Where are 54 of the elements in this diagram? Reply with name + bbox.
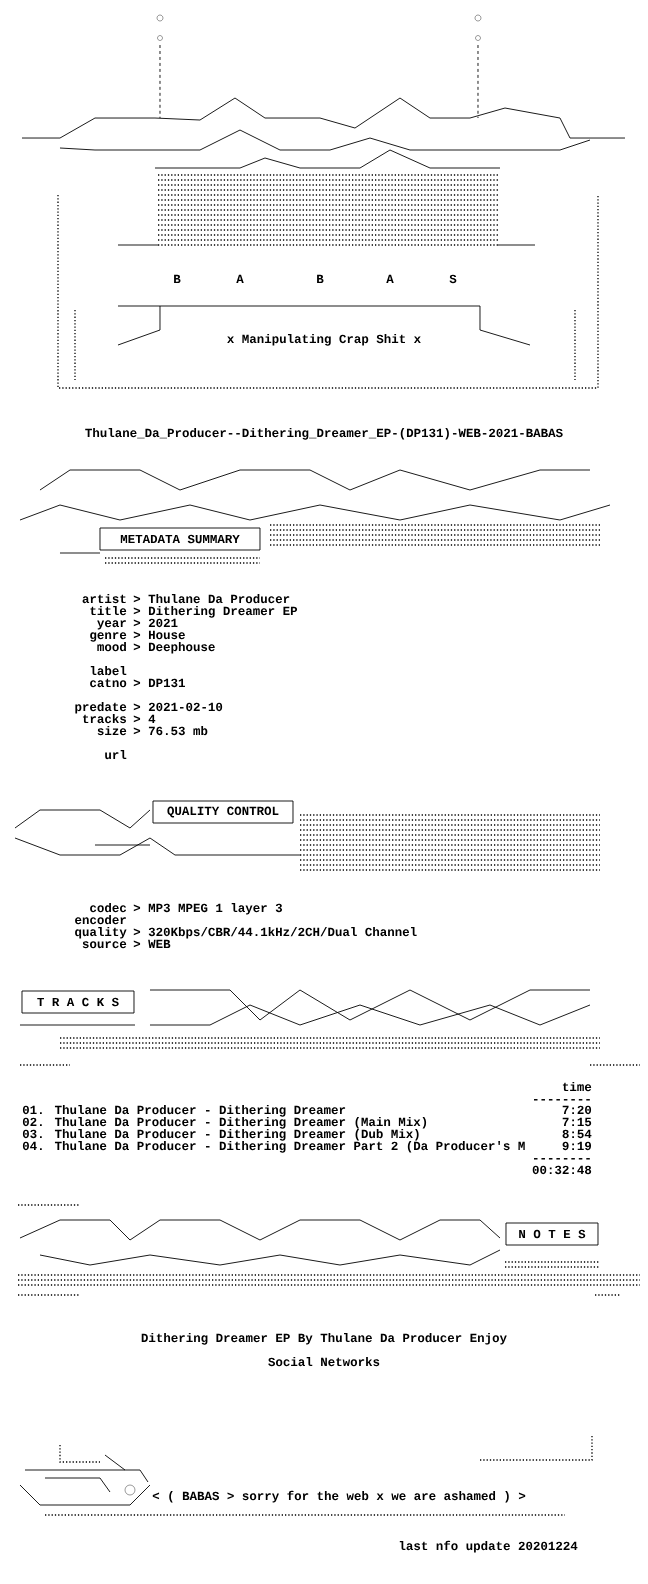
section-header-box: QUALITY CONTROL xyxy=(152,800,294,824)
track-title: 02. Thulane Da Producer - Dithering Dreamer (Main Mix) xyxy=(22,1117,427,1129)
track-time: 7:15 xyxy=(562,1117,592,1127)
field-value: > 4 xyxy=(133,714,156,723)
banner-letter: S xyxy=(449,274,457,284)
field-value: > Deephouse xyxy=(133,642,215,654)
field-key: quality xyxy=(75,927,127,939)
field-key: year xyxy=(97,620,126,630)
field-value: > 76.53 mb xyxy=(133,726,208,736)
field-key: predate xyxy=(75,702,127,714)
field-key: url xyxy=(105,750,127,760)
field-key: catno xyxy=(90,678,127,688)
section-header-box: T R A C K S xyxy=(21,990,135,1014)
field-value: > Thulane Da Producer xyxy=(133,594,290,604)
track-time: 8:54 xyxy=(562,1129,592,1139)
field-value: > Dithering Dreamer EP xyxy=(133,606,298,618)
field-value: > MP3 MPEG 1 layer 3 xyxy=(133,903,282,915)
tagline: x Manipulating Crap Shit x xyxy=(227,334,421,346)
field-key: tracks xyxy=(82,714,127,724)
field-value: > DP131 xyxy=(133,678,185,688)
track-title: 01. Thulane Da Producer - Dithering Dreamer xyxy=(22,1105,346,1117)
footer-text: < ( BABAS > sorry for the web x we are ashamed ) > xyxy=(152,1490,526,1503)
field-key: codec xyxy=(90,903,127,913)
track-title: 04. Thulane Da Producer - Dithering Dreamer Part 2 (Da Producer's M xyxy=(22,1141,525,1153)
column-header: time xyxy=(562,1082,592,1092)
field-value: > 2021 xyxy=(133,618,178,628)
field-value: > WEB xyxy=(133,939,171,948)
field-value: > 320Kbps/CBR/44.1kHz/2CH/Dual Channel xyxy=(133,927,417,939)
track-time: 9:19 xyxy=(562,1141,592,1151)
release-name: Thulane_Da_Producer--Dithering_Dreamer_EP-(DP131)-WEB-2021-BABAS xyxy=(85,428,563,440)
field-key: artist xyxy=(82,594,126,604)
rule-text: -------- xyxy=(534,1158,590,1160)
field-key: source xyxy=(82,941,127,949)
field-value: > House xyxy=(133,630,185,640)
notes-heading: Social Networks xyxy=(268,1356,380,1367)
field-value: > 2021-02-10 xyxy=(133,702,223,712)
field-key: genre xyxy=(90,632,127,642)
field-key: mood xyxy=(97,642,126,652)
field-key: encoder xyxy=(75,915,126,925)
notes-text: Dithering Dreamer EP By Thulane Da Producer Enjoy xyxy=(141,1332,507,1345)
banner-letter: B xyxy=(317,274,324,283)
section-header-box: N O T E S xyxy=(505,1222,599,1246)
field-key: title xyxy=(90,606,127,616)
section-header-box: METADATA SUMMARY xyxy=(99,527,261,551)
banner-letter: A xyxy=(236,274,244,283)
field-key: size xyxy=(97,726,127,736)
banner-letter: B xyxy=(174,274,181,283)
banner-letter: A xyxy=(386,274,394,283)
track-title: 03. Thulane Da Producer - Dithering Dreamer (Dub Mix) xyxy=(22,1129,419,1141)
rule-text: -------- xyxy=(534,1099,590,1101)
track-time: 7:20 xyxy=(562,1105,592,1115)
update-note: last nfo update 20201224 xyxy=(399,1540,578,1553)
total-time: 00:32:48 xyxy=(532,1165,592,1175)
field-key: label xyxy=(90,666,127,676)
